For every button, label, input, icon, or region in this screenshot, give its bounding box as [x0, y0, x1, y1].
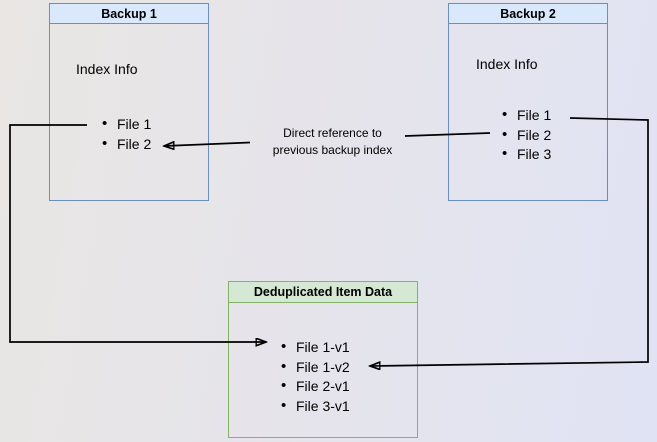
list-item: File 2	[102, 134, 151, 155]
dedup-node: Deduplicated Item Data File 1-v1 File 1-…	[228, 281, 418, 438]
direct-reference-label: Direct reference to previous backup inde…	[240, 125, 425, 158]
dedup-file-list: File 1-v1 File 1-v2 File 2-v1 File 3-v1	[281, 337, 350, 417]
list-item: File 2	[502, 125, 551, 146]
backup1-node: Backup 1 Index Info File 1 File 2	[49, 3, 209, 201]
backup2-node: Backup 2 Index Info File 1 File 2 File 3	[448, 3, 608, 201]
list-item: File 1-v1	[281, 337, 350, 358]
backup2-file-list: File 1 File 2 File 3	[502, 105, 551, 165]
backup1-file-list: File 1 File 2	[102, 114, 151, 155]
list-item: File 1-v2	[281, 357, 350, 378]
direct-reference-label-line2: previous backup index	[272, 142, 393, 157]
list-item: File 2-v1	[281, 376, 350, 397]
backup2-title: Backup 2	[500, 6, 556, 21]
list-item: File 1	[502, 105, 551, 126]
backup1-title: Backup 1	[101, 6, 157, 21]
direct-reference-label-line1: Direct reference to	[283, 126, 382, 140]
backup2-index-info-label: Index Info	[476, 56, 538, 72]
dedup-title: Deduplicated Item Data	[253, 285, 393, 299]
dedup-header: Deduplicated Item Data	[229, 282, 417, 303]
backup2-header: Backup 2	[449, 4, 607, 24]
backup1-index-info-label: Index Info	[76, 61, 138, 77]
list-item: File 3	[502, 144, 551, 165]
list-item: File 3-v1	[281, 396, 350, 417]
list-item: File 1	[102, 114, 151, 135]
backup1-header: Backup 1	[50, 4, 208, 24]
